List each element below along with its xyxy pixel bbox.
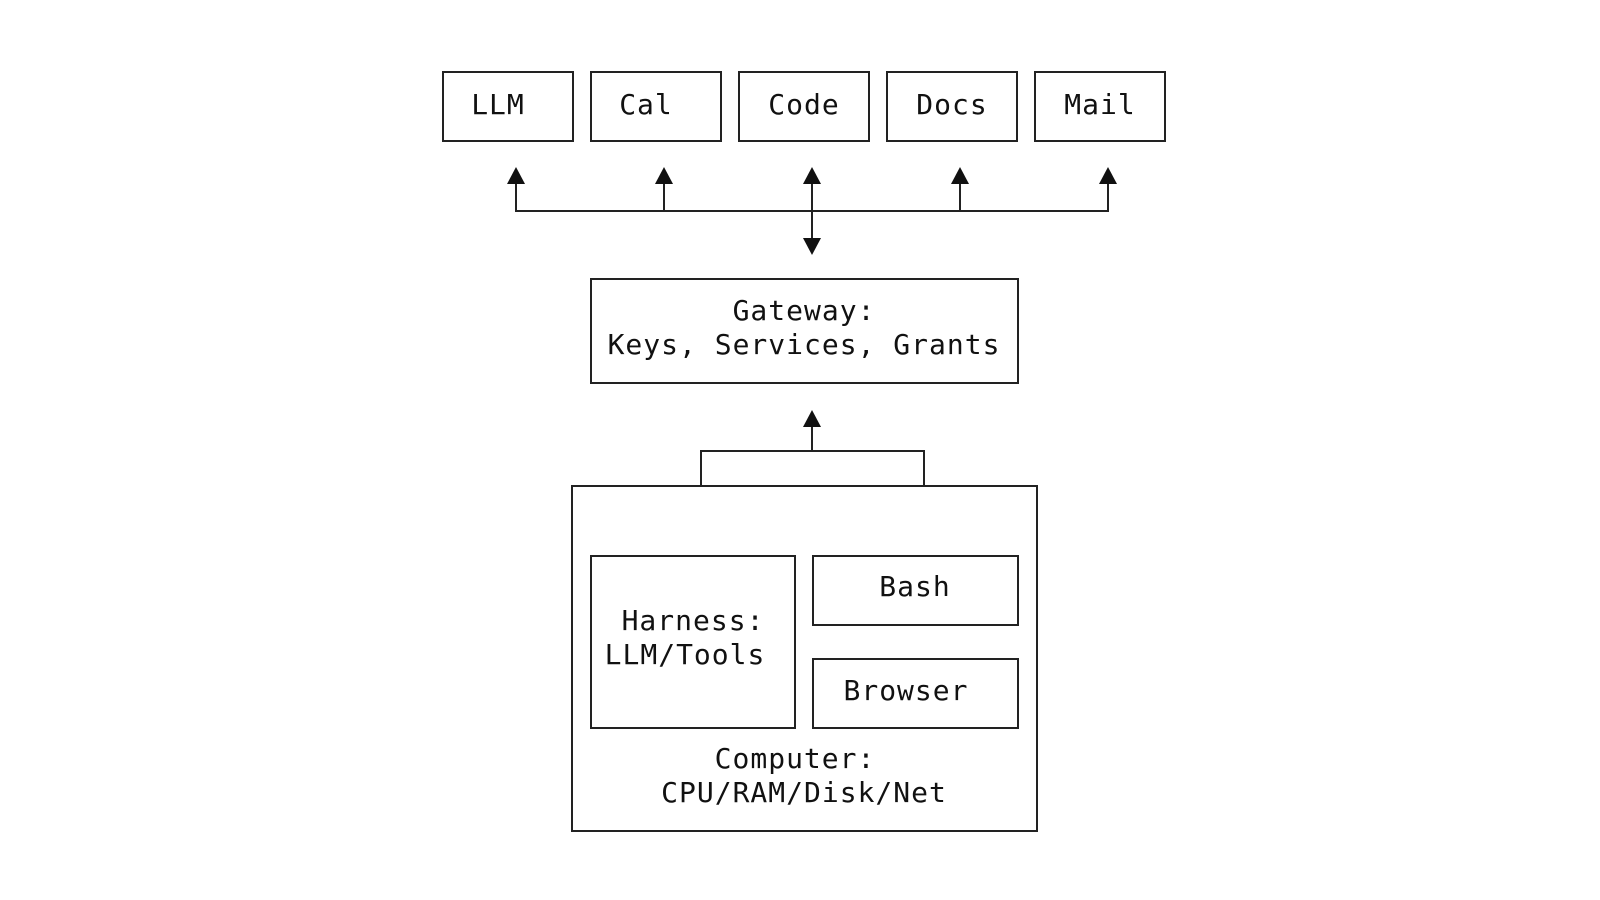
computer-subtitle: CPU/RAM/Disk/Net: [661, 776, 947, 809]
service-docs: Docs: [886, 71, 1018, 142]
gateway-title: Gateway:: [733, 294, 876, 327]
gateway-box: [590, 278, 1019, 384]
service-code-box: [738, 71, 870, 142]
service-code-label: Code: [768, 88, 839, 121]
service-mail: Mail: [1034, 71, 1166, 142]
browser-box: [812, 658, 1019, 729]
service-cal-box: [590, 71, 722, 142]
browser: Browser: [812, 658, 1019, 729]
computer-title: Computer:: [715, 742, 876, 775]
service-llm: LLM: [442, 71, 574, 142]
computer: Harness: LLM/Tools Bash Browser Computer…: [571, 485, 1038, 832]
arrow-down-gateway-icon: [803, 238, 821, 255]
gateway-subtitle: Keys, Services, Grants: [608, 328, 1001, 361]
service-cal: Cal: [590, 71, 722, 142]
harness-title: Harness:: [622, 604, 765, 637]
bash-box: [812, 555, 1019, 626]
service-docs-box: [886, 71, 1018, 142]
arrow-up-code-icon: [803, 167, 821, 184]
service-mail-label: Mail: [1064, 88, 1135, 121]
services-connector: [507, 167, 1117, 255]
arrow-up-cal-icon: [655, 167, 673, 184]
service-docs-label: Docs: [916, 88, 987, 121]
harness-box: [590, 555, 796, 729]
computer-bus-line: [700, 427, 925, 502]
service-llm-label: LLM: [471, 88, 525, 121]
bash-label: Bash: [879, 570, 950, 603]
service-code: Code: [738, 71, 870, 142]
arrow-up-llm-icon: [507, 167, 525, 184]
services-bus-line: [515, 184, 1109, 244]
service-mail-box: [1034, 71, 1166, 142]
service-llm-box: [442, 71, 574, 142]
gateway: Gateway: Keys, Services, Grants: [590, 278, 1019, 384]
arrow-up-gateway-icon: [803, 410, 821, 427]
harness-subtitle: LLM/Tools: [605, 638, 766, 671]
harness: Harness: LLM/Tools: [590, 555, 796, 729]
arrow-up-docs-icon: [951, 167, 969, 184]
service-cal-label: Cal: [619, 88, 673, 121]
bash: Bash: [812, 555, 1019, 626]
arrow-up-mail-icon: [1099, 167, 1117, 184]
browser-label: Browser: [843, 674, 968, 707]
